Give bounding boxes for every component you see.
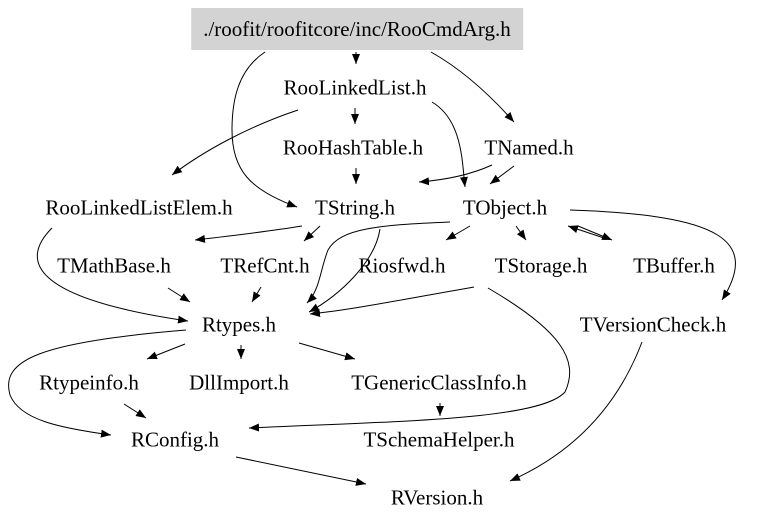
edge-roolinkedlist-roolinkedlistelem bbox=[171, 109, 299, 176]
node-tstorage[interactable]: TStorage.h bbox=[494, 253, 588, 278]
node-riosfwd[interactable]: Riosfwd.h bbox=[358, 253, 446, 278]
edge-tobject-tbuffer bbox=[577, 225, 613, 241]
node-rtypes[interactable]: Rtypes.h bbox=[201, 312, 277, 337]
edge-rtypes-tgenericclassinfo bbox=[298, 342, 356, 361]
edge-rconfig-rversion bbox=[235, 456, 367, 486]
node-tobject[interactable]: TObject.h bbox=[462, 195, 548, 220]
edge-rtypeinfo-rconfig bbox=[123, 403, 147, 419]
node-tschemahelper[interactable]: TSchemaHelper.h bbox=[363, 427, 515, 452]
node-roolinkedlistelem[interactable]: RooLinkedListElem.h bbox=[45, 195, 233, 220]
node-tmathbase[interactable]: TMathBase.h bbox=[57, 253, 171, 278]
edge-roocmdarg-tnamed bbox=[430, 51, 515, 123]
edge-tstring-trefcnt bbox=[303, 225, 321, 242]
edge-tobject-riosfwd bbox=[445, 225, 471, 241]
edge-tnamed-tobject bbox=[489, 165, 515, 185]
edge-roolinkedlistelem-rtypes bbox=[37, 227, 189, 324]
edge-tobject-tstorage bbox=[515, 225, 527, 241]
edge-roolinkedlist-tobject bbox=[431, 101, 468, 188]
node-dllimport[interactable]: DllImport.h bbox=[189, 370, 289, 395]
node-tgenericclassinfo[interactable]: TGenericClassInfo.h bbox=[351, 370, 527, 395]
edge-trefcnt-rtypes bbox=[251, 286, 262, 303]
edge-tversioncheck-rversion bbox=[509, 341, 643, 482]
edge-roocmdarg-tstring bbox=[231, 51, 298, 208]
edge-tstring-tmathbase bbox=[194, 225, 303, 243]
node-tnamed[interactable]: TNamed.h bbox=[484, 135, 574, 160]
edge-tstorage-rtypes bbox=[309, 286, 475, 317]
node-rversion[interactable]: RVersion.h bbox=[390, 485, 484, 510]
edge-tnamed-tstring bbox=[418, 164, 493, 186]
node-roocmdarg[interactable]: ./roofit/roofitcore/inc/RooCmdArg.h bbox=[191, 8, 523, 50]
node-trefcnt[interactable]: TRefCnt.h bbox=[220, 253, 310, 278]
node-tstring[interactable]: TString.h bbox=[315, 195, 395, 220]
edge-tobject-tversioncheck bbox=[569, 209, 736, 301]
edge-rtypes-rtypeinfo bbox=[146, 343, 186, 360]
edge-tstorage-rconfig bbox=[248, 287, 571, 432]
node-tversioncheck[interactable]: TVersionCheck.h bbox=[579, 312, 727, 337]
node-tbuffer[interactable]: TBuffer.h bbox=[633, 253, 715, 278]
node-roohashtable[interactable]: RooHashTable.h bbox=[282, 135, 424, 160]
edge-rtypes-rconfig bbox=[8, 329, 187, 438]
edge-tmathbase-rtypes bbox=[167, 287, 191, 303]
node-rconfig[interactable]: RConfig.h bbox=[130, 427, 220, 452]
node-rtypeinfo[interactable]: Rtypeinfo.h bbox=[39, 370, 139, 395]
edge-tbuffer-tobject bbox=[567, 225, 605, 239]
node-roolinkedlist[interactable]: RooLinkedList.h bbox=[283, 75, 427, 100]
edge-tobject-rtypes bbox=[306, 221, 451, 304]
edge-tstring-rtypes bbox=[308, 228, 381, 313]
